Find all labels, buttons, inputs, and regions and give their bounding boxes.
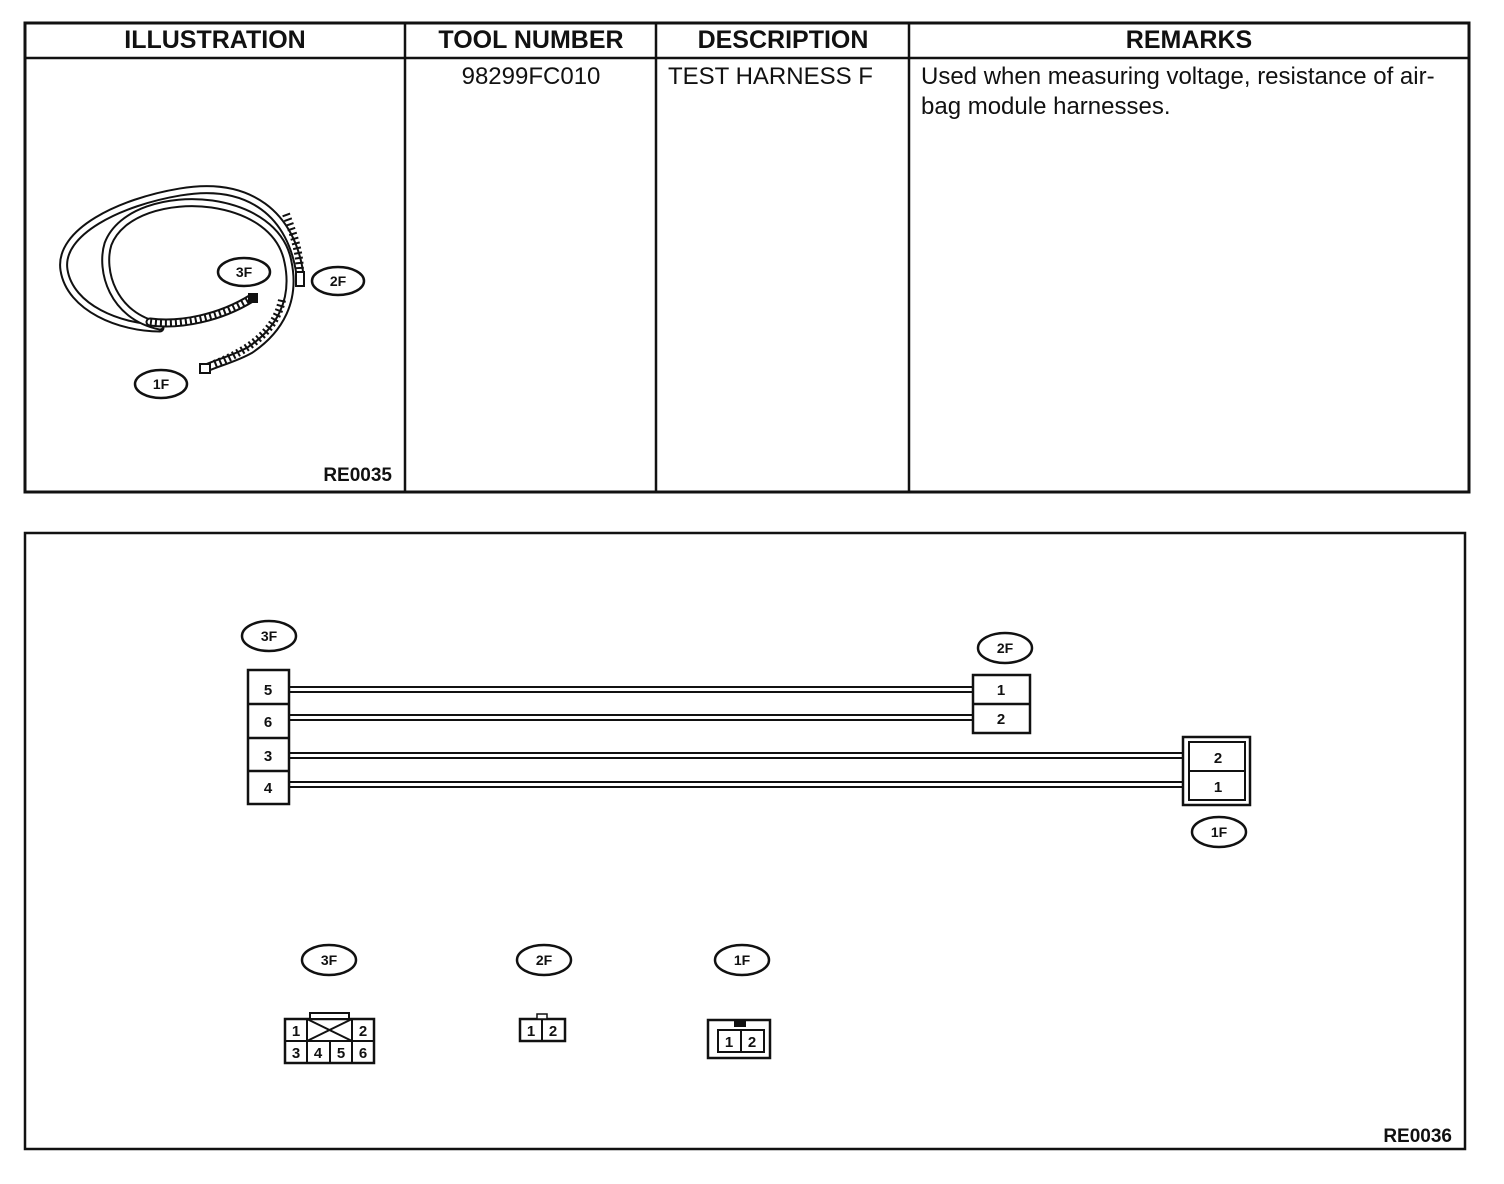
pin-1f-2: 2 <box>1214 750 1222 767</box>
pin-3f-6: 6 <box>264 714 272 731</box>
header-illustration: ILLUSTRATION <box>124 26 305 54</box>
header-tool-number: TOOL NUMBER <box>438 26 623 54</box>
cell-remarks-line-2: bag module harnesses. <box>921 93 1171 120</box>
connector-3f: 3F 5 6 3 4 <box>240 619 298 806</box>
harness-illustration: 3F 2F 1F <box>59 185 366 400</box>
illus-label-2f: 2F <box>330 273 347 289</box>
connector-1f-label: 1F <box>1211 824 1228 840</box>
face-2f-pin-1: 1 <box>527 1023 535 1040</box>
face-1f-pin-1: 1 <box>725 1034 733 1051</box>
tool-table: ILLUSTRATION TOOL NUMBER DESCRIPTION REM… <box>23 21 1471 494</box>
face-1f-pin-2: 2 <box>748 1034 756 1051</box>
illustration-ref: RE0035 <box>323 465 392 486</box>
face-3f: 3F 1 2 3 4 5 6 <box>283 943 376 1065</box>
face-1f-label: 1F <box>734 952 751 968</box>
illus-label-1f: 1F <box>153 376 170 392</box>
diagram-ref: RE0036 <box>1383 1126 1452 1147</box>
cell-description: TEST HARNESS F <box>668 63 873 90</box>
face-3f-pin-2: 2 <box>359 1023 367 1040</box>
face-3f-pin-6: 6 <box>359 1045 367 1062</box>
header-description: DESCRIPTION <box>698 26 869 54</box>
connector-2f-label: 2F <box>997 640 1014 656</box>
wire-3f6-2f2 <box>289 714 973 721</box>
pin-1f-1: 1 <box>1214 779 1222 796</box>
face-2f-pin-2: 2 <box>549 1023 557 1040</box>
face-3f-label: 3F <box>321 952 338 968</box>
face-3f-pin-1: 1 <box>292 1023 300 1040</box>
wire-3f4-1f1 <box>289 781 1186 788</box>
pin-2f-2: 2 <box>997 711 1005 728</box>
cell-remarks-line-1: Used when measuring voltage, resistance … <box>921 63 1435 90</box>
face-3f-pin-4: 4 <box>314 1045 323 1062</box>
connector-3f-label: 3F <box>261 628 278 644</box>
face-3f-pin-5: 5 <box>337 1045 345 1062</box>
connector-1f: 2 1 1F <box>1181 735 1252 849</box>
face-3f-pin-3: 3 <box>292 1045 300 1062</box>
pin-2f-1: 1 <box>997 682 1005 699</box>
wire-3f3-1f2 <box>289 752 1186 759</box>
pin-3f-5: 5 <box>264 682 272 699</box>
illus-label-3f: 3F <box>236 264 253 280</box>
pin-3f-3: 3 <box>264 748 272 765</box>
face-1f: 1F 1 2 <box>706 943 772 1060</box>
pin-3f-4: 4 <box>264 780 273 797</box>
face-2f-label: 2F <box>536 952 553 968</box>
wire-3f5-2f1 <box>289 686 973 693</box>
face-2f: 2F 1 2 <box>515 943 573 1043</box>
header-remarks: REMARKS <box>1126 26 1252 54</box>
cell-tool-number: 98299FC010 <box>462 63 601 90</box>
connector-2f: 2F 1 2 <box>971 631 1034 735</box>
wiring-diagram: 3F 5 6 3 4 2F 1 2 2 1 1F <box>23 531 1467 1151</box>
